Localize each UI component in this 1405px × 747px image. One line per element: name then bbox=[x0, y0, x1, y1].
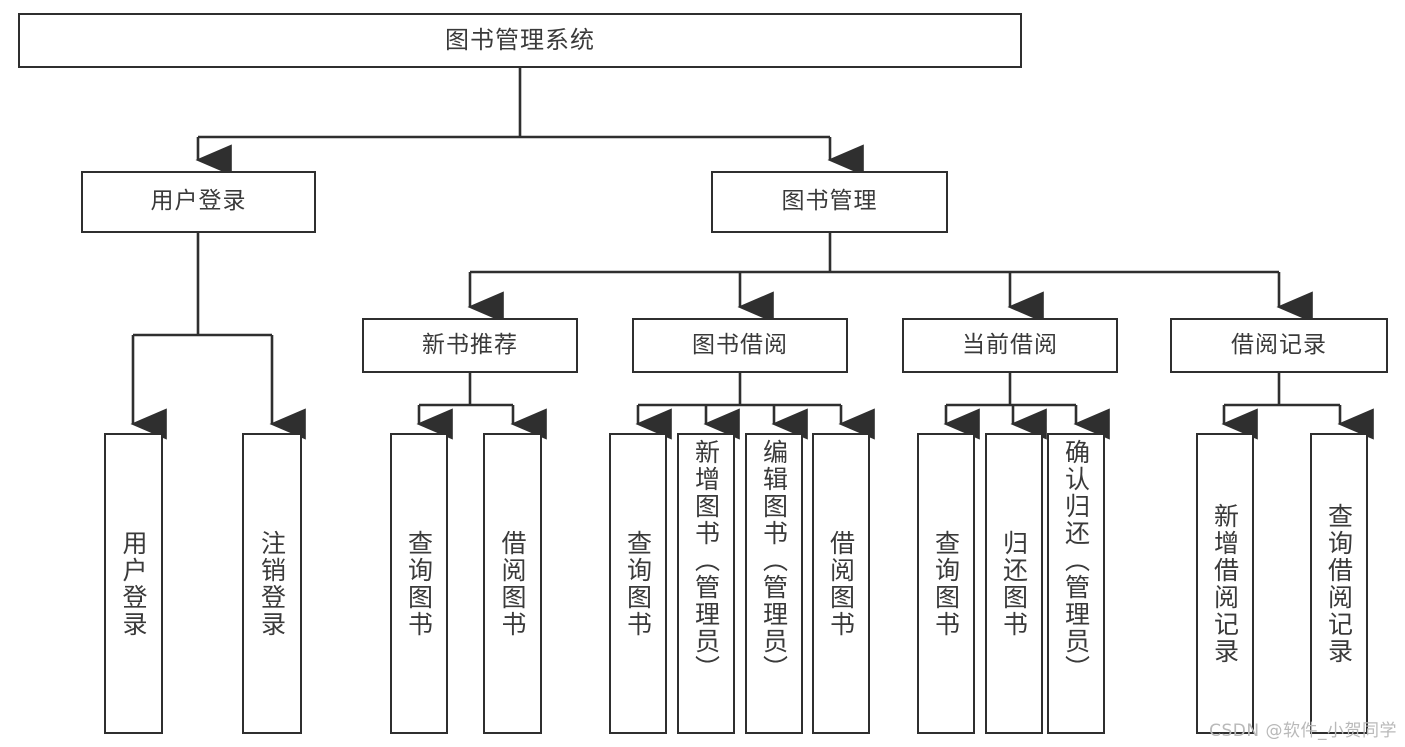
leaf-query-book-1-label: 查询图书 bbox=[404, 529, 434, 638]
leaf-return-book[interactable]: 归还图书 bbox=[985, 433, 1043, 734]
leaf-logout[interactable]: 注销登录 bbox=[242, 433, 302, 734]
leaf-add-book[interactable]: 新增图书（管理员） bbox=[677, 433, 735, 734]
leaf-confirm-return-label: 确认归还（管理员） bbox=[1061, 439, 1091, 682]
leaf-query-book-1[interactable]: 查询图书 bbox=[390, 433, 448, 734]
leaf-confirm-return[interactable]: 确认归还（管理员） bbox=[1047, 433, 1105, 734]
leaf-query-borrow-record[interactable]: 查询借阅记录 bbox=[1310, 433, 1368, 734]
leaf-borrow-book-2[interactable]: 借阅图书 bbox=[812, 433, 870, 734]
leaf-logout-label: 注销登录 bbox=[257, 529, 287, 638]
leaf-add-borrow-record[interactable]: 新增借阅记录 bbox=[1196, 433, 1254, 734]
leaf-query-book-2[interactable]: 查询图书 bbox=[609, 433, 667, 734]
leaf-edit-book-label: 编辑图书（管理员） bbox=[759, 439, 789, 682]
leaf-add-borrow-record-label: 新增借阅记录 bbox=[1210, 502, 1240, 665]
leaf-borrow-book-1[interactable]: 借阅图书 bbox=[483, 433, 542, 734]
node-current-borrow-label: 当前借阅 bbox=[962, 331, 1058, 358]
node-borrow-record-label: 借阅记录 bbox=[1231, 331, 1327, 358]
node-current-borrow[interactable]: 当前借阅 bbox=[902, 318, 1118, 373]
leaf-query-book-3-label: 查询图书 bbox=[931, 529, 961, 638]
node-book-management-label: 图书管理 bbox=[781, 188, 878, 215]
leaf-borrow-book-2-label: 借阅图书 bbox=[826, 529, 856, 638]
leaf-borrow-book-1-label: 借阅图书 bbox=[498, 529, 527, 638]
node-book-borrow-label: 图书借阅 bbox=[692, 331, 788, 358]
leaf-add-book-label: 新增图书（管理员） bbox=[691, 439, 721, 682]
leaf-return-book-label: 归还图书 bbox=[999, 529, 1029, 638]
node-new-book-recommend[interactable]: 新书推荐 bbox=[362, 318, 578, 373]
leaf-edit-book[interactable]: 编辑图书（管理员） bbox=[745, 433, 803, 734]
leaf-query-book-3[interactable]: 查询图书 bbox=[917, 433, 975, 734]
node-root-label: 图书管理系统 bbox=[445, 26, 595, 55]
leaf-user-login-label: 用户登录 bbox=[119, 529, 148, 638]
node-root[interactable]: 图书管理系统 bbox=[18, 13, 1022, 68]
node-user-login[interactable]: 用户登录 bbox=[81, 171, 316, 233]
node-borrow-record[interactable]: 借阅记录 bbox=[1170, 318, 1388, 373]
leaf-user-login[interactable]: 用户登录 bbox=[104, 433, 163, 734]
watermark: CSDN @软件_小贺同学 bbox=[1209, 721, 1397, 741]
leaf-query-borrow-record-label: 查询借阅记录 bbox=[1324, 502, 1354, 665]
node-user-login-label: 用户登录 bbox=[150, 188, 247, 215]
node-new-book-recommend-label: 新书推荐 bbox=[422, 331, 518, 358]
node-book-borrow[interactable]: 图书借阅 bbox=[632, 318, 848, 373]
node-book-management[interactable]: 图书管理 bbox=[711, 171, 948, 233]
leaf-query-book-2-label: 查询图书 bbox=[623, 529, 653, 638]
